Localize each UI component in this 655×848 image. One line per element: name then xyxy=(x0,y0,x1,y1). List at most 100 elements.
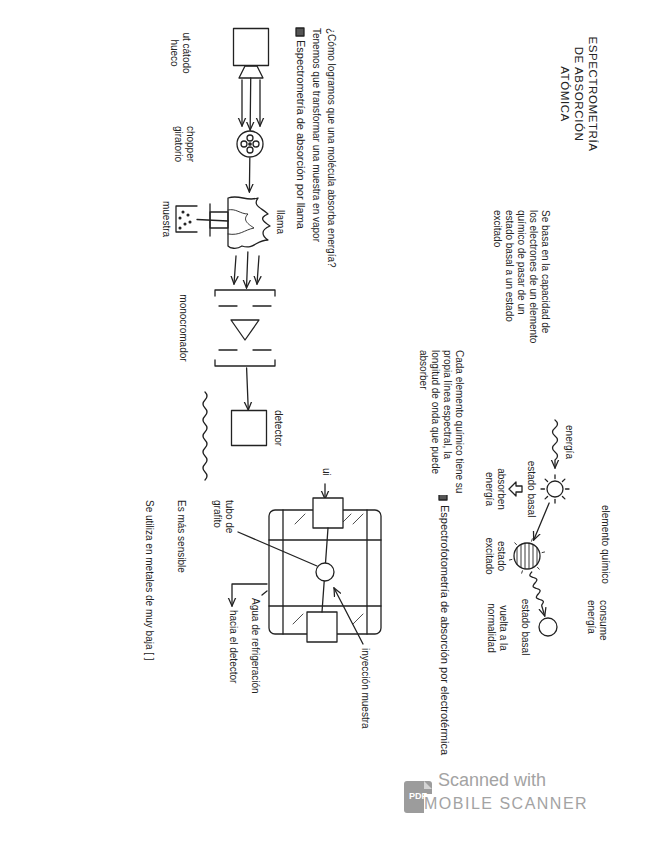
leader-line xyxy=(262,591,267,595)
title-text: ESPECTROMETRÍA DE ABSORCIÓN ATÓMICA xyxy=(558,28,599,160)
wavy-connector xyxy=(530,572,545,616)
glow-tick xyxy=(521,571,523,573)
note-text: inyección muestra xyxy=(359,648,371,744)
atom-ray xyxy=(566,488,570,489)
wavy-divider xyxy=(203,392,207,480)
outline xyxy=(237,131,263,157)
pdf-icon-fold xyxy=(424,781,432,789)
note-text: consume energía xyxy=(585,600,609,650)
node-label: estado basal xyxy=(525,457,537,521)
watermark-text: MOBILE SCANNER xyxy=(424,794,634,813)
atom-ray xyxy=(545,479,547,481)
hollow-arrow xyxy=(509,482,522,496)
note-text: Espectrofotometría de absorción por elec… xyxy=(438,505,451,760)
node-outline xyxy=(228,192,270,252)
connector xyxy=(249,158,251,192)
bracket xyxy=(215,360,275,366)
node-outline xyxy=(233,28,269,78)
note-text: Se utiliza en metales de muy baja [ ] xyxy=(143,500,155,800)
node-outline xyxy=(511,540,543,572)
note-text: Espectrometría de absorción por llama xyxy=(294,40,307,340)
watermark-text: Scanned with xyxy=(438,770,618,792)
atom-circle xyxy=(547,481,563,497)
chopper-hole xyxy=(253,141,259,147)
atom-ray xyxy=(554,475,555,479)
node-outline xyxy=(541,475,569,503)
connector xyxy=(247,368,249,410)
chopper-axis xyxy=(249,143,251,145)
outline xyxy=(215,290,275,366)
chopper-hole xyxy=(247,135,253,141)
node-outline xyxy=(537,616,559,638)
connector xyxy=(197,220,228,221)
outline xyxy=(176,206,197,232)
node-label: ut cátodo hueco xyxy=(168,26,192,80)
glow-tick xyxy=(542,552,544,554)
light-beam-arrow xyxy=(234,256,236,284)
atom-stripe xyxy=(537,548,538,565)
glow-tick xyxy=(509,559,511,561)
node-label: detector xyxy=(272,402,284,454)
node-outline xyxy=(231,410,267,446)
outline xyxy=(509,539,544,573)
chopper-hole xyxy=(241,141,247,147)
lamp-window xyxy=(239,66,263,78)
note-text: absorben energía xyxy=(483,458,507,520)
atom-ray xyxy=(562,479,564,481)
sketch xyxy=(203,28,558,644)
glow-tick xyxy=(531,539,533,541)
atom-stripe xyxy=(521,544,522,567)
note-text: ¿Cómo logramos que una molécula absorba … xyxy=(325,28,337,358)
beaker-node: muestra xyxy=(175,204,197,234)
mono-node: monocromador xyxy=(213,288,277,368)
note-text: hacia el detector xyxy=(227,610,239,710)
note-text: tubo de grafito xyxy=(211,500,235,556)
note-text: ui xyxy=(320,468,332,482)
outline xyxy=(541,475,569,503)
atom-ray xyxy=(554,500,555,504)
basal-node: estado basal xyxy=(541,475,569,503)
electrode xyxy=(313,498,343,528)
small-node: estado basal xyxy=(537,616,559,638)
box-outline xyxy=(232,411,267,446)
rect-node: detector xyxy=(231,410,267,446)
atom-ray xyxy=(562,496,564,498)
sample-dot xyxy=(182,211,184,213)
energy-wave-arrow xyxy=(553,420,558,468)
hatching xyxy=(293,514,363,624)
glow-tick xyxy=(515,543,517,545)
flame-inner xyxy=(228,210,254,235)
outline xyxy=(228,197,270,248)
outline xyxy=(232,411,267,446)
atom-stripe xyxy=(517,548,518,565)
outline xyxy=(539,618,557,636)
node-outline xyxy=(175,204,197,234)
node-label: llama xyxy=(274,202,286,242)
node-outline xyxy=(213,288,277,368)
light-beam-arrow xyxy=(259,80,260,126)
note-text: Se basa en la capacidad de los electrone… xyxy=(491,210,551,346)
atom-circle xyxy=(514,543,540,569)
atom-stripe xyxy=(529,543,530,569)
light-beam-arrow xyxy=(257,256,259,284)
note-text: Tenemos que transformar una muestra en v… xyxy=(310,28,322,358)
leader-arrow xyxy=(334,588,363,644)
glow-tick xyxy=(538,567,540,569)
note-text: Cada elemento químico tiene su propia lí… xyxy=(417,350,465,495)
flame-node: llama xyxy=(228,192,270,252)
sample-dot xyxy=(187,214,189,216)
sample-dot xyxy=(179,217,181,219)
note-text: vuelta a la normalidad xyxy=(485,596,509,660)
furnace-ring xyxy=(269,540,381,606)
node-label: estado excitado xyxy=(483,526,507,586)
flame-outline xyxy=(228,197,270,248)
note-text: Agua de refrigeración xyxy=(249,598,261,718)
slit xyxy=(219,306,271,350)
atom-ray xyxy=(541,488,545,489)
electrode xyxy=(307,612,337,642)
graphite-tube xyxy=(316,563,334,581)
node-label: muestra xyxy=(160,194,172,244)
connector xyxy=(247,252,248,288)
note-text: energía xyxy=(563,416,575,468)
